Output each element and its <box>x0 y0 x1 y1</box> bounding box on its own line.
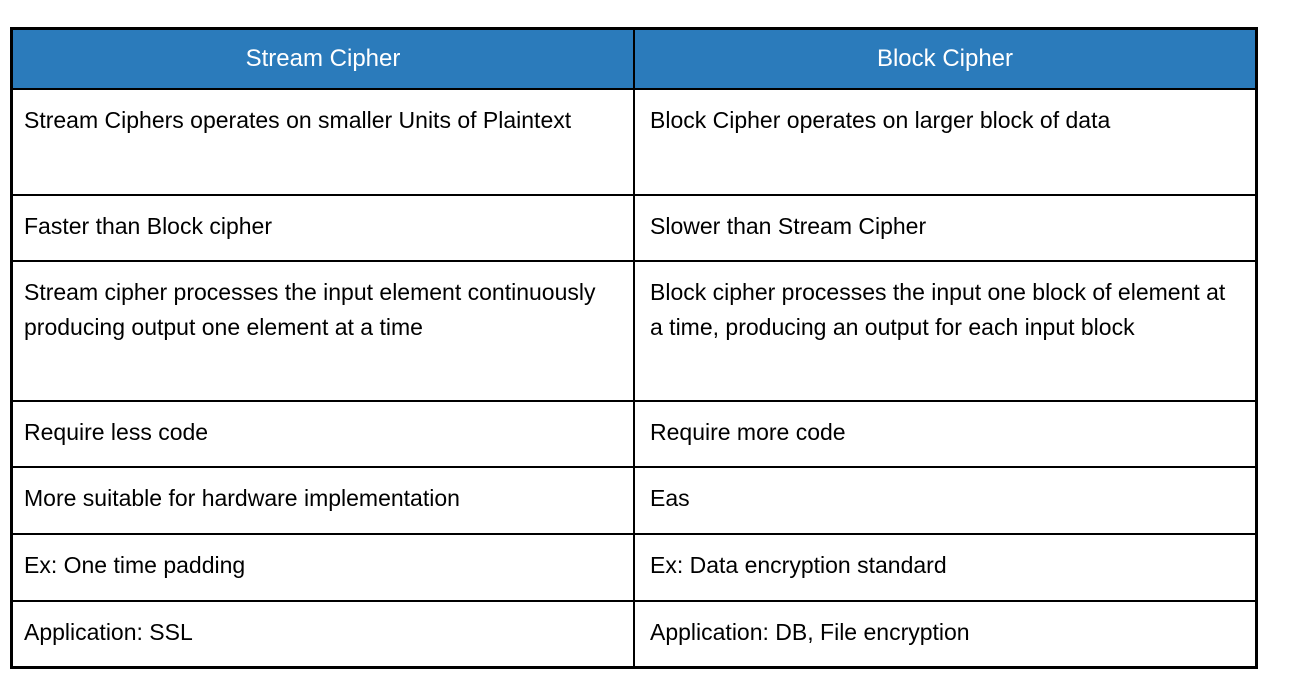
table-cell-block: Require more code <box>633 400 1258 468</box>
table-row: Stream Ciphers operates on smaller Units… <box>10 88 1258 196</box>
table-cell-stream: Stream Ciphers operates on smaller Units… <box>10 88 635 196</box>
table-cell-block: Slower than Stream Cipher <box>633 194 1258 262</box>
table-cell-stream: Stream cipher processes the input elemen… <box>10 260 635 402</box>
table-cell-block: Ex: Data encryption standard <box>633 533 1258 602</box>
table-cell-stream: Require less code <box>10 400 635 468</box>
table-cell-stream: Ex: One time padding <box>10 533 635 602</box>
comparison-table-container: Stream Cipher Block Cipher Stream Cipher… <box>10 27 1258 669</box>
table-row: Ex: One time padding Ex: Data encryption… <box>10 533 1258 602</box>
table-row: Faster than Block cipher Slower than Str… <box>10 194 1258 262</box>
table-row: More suitable for hardware implementatio… <box>10 466 1258 535</box>
table-cell-block: Application: DB, File encryption <box>633 600 1258 669</box>
header-row: Stream Cipher Block Cipher <box>10 27 1258 90</box>
column-header-block-cipher: Block Cipher <box>633 27 1258 90</box>
table-row: Stream cipher processes the input elemen… <box>10 260 1258 402</box>
table-row: Application: SSL Application: DB, File e… <box>10 600 1258 669</box>
table-cell-stream: More suitable for hardware implementatio… <box>10 466 635 535</box>
table-row: Require less code Require more code <box>10 400 1258 468</box>
table-cell-stream: Faster than Block cipher <box>10 194 635 262</box>
table-cell-block: Block Cipher operates on larger block of… <box>633 88 1258 196</box>
column-header-stream-cipher: Stream Cipher <box>10 27 635 90</box>
table-cell-block: Eas <box>633 466 1258 535</box>
comparison-table: Stream Cipher Block Cipher Stream Cipher… <box>10 27 1258 669</box>
table-cell-stream: Application: SSL <box>10 600 635 669</box>
table-cell-block: Block cipher processes the input one blo… <box>633 260 1258 402</box>
